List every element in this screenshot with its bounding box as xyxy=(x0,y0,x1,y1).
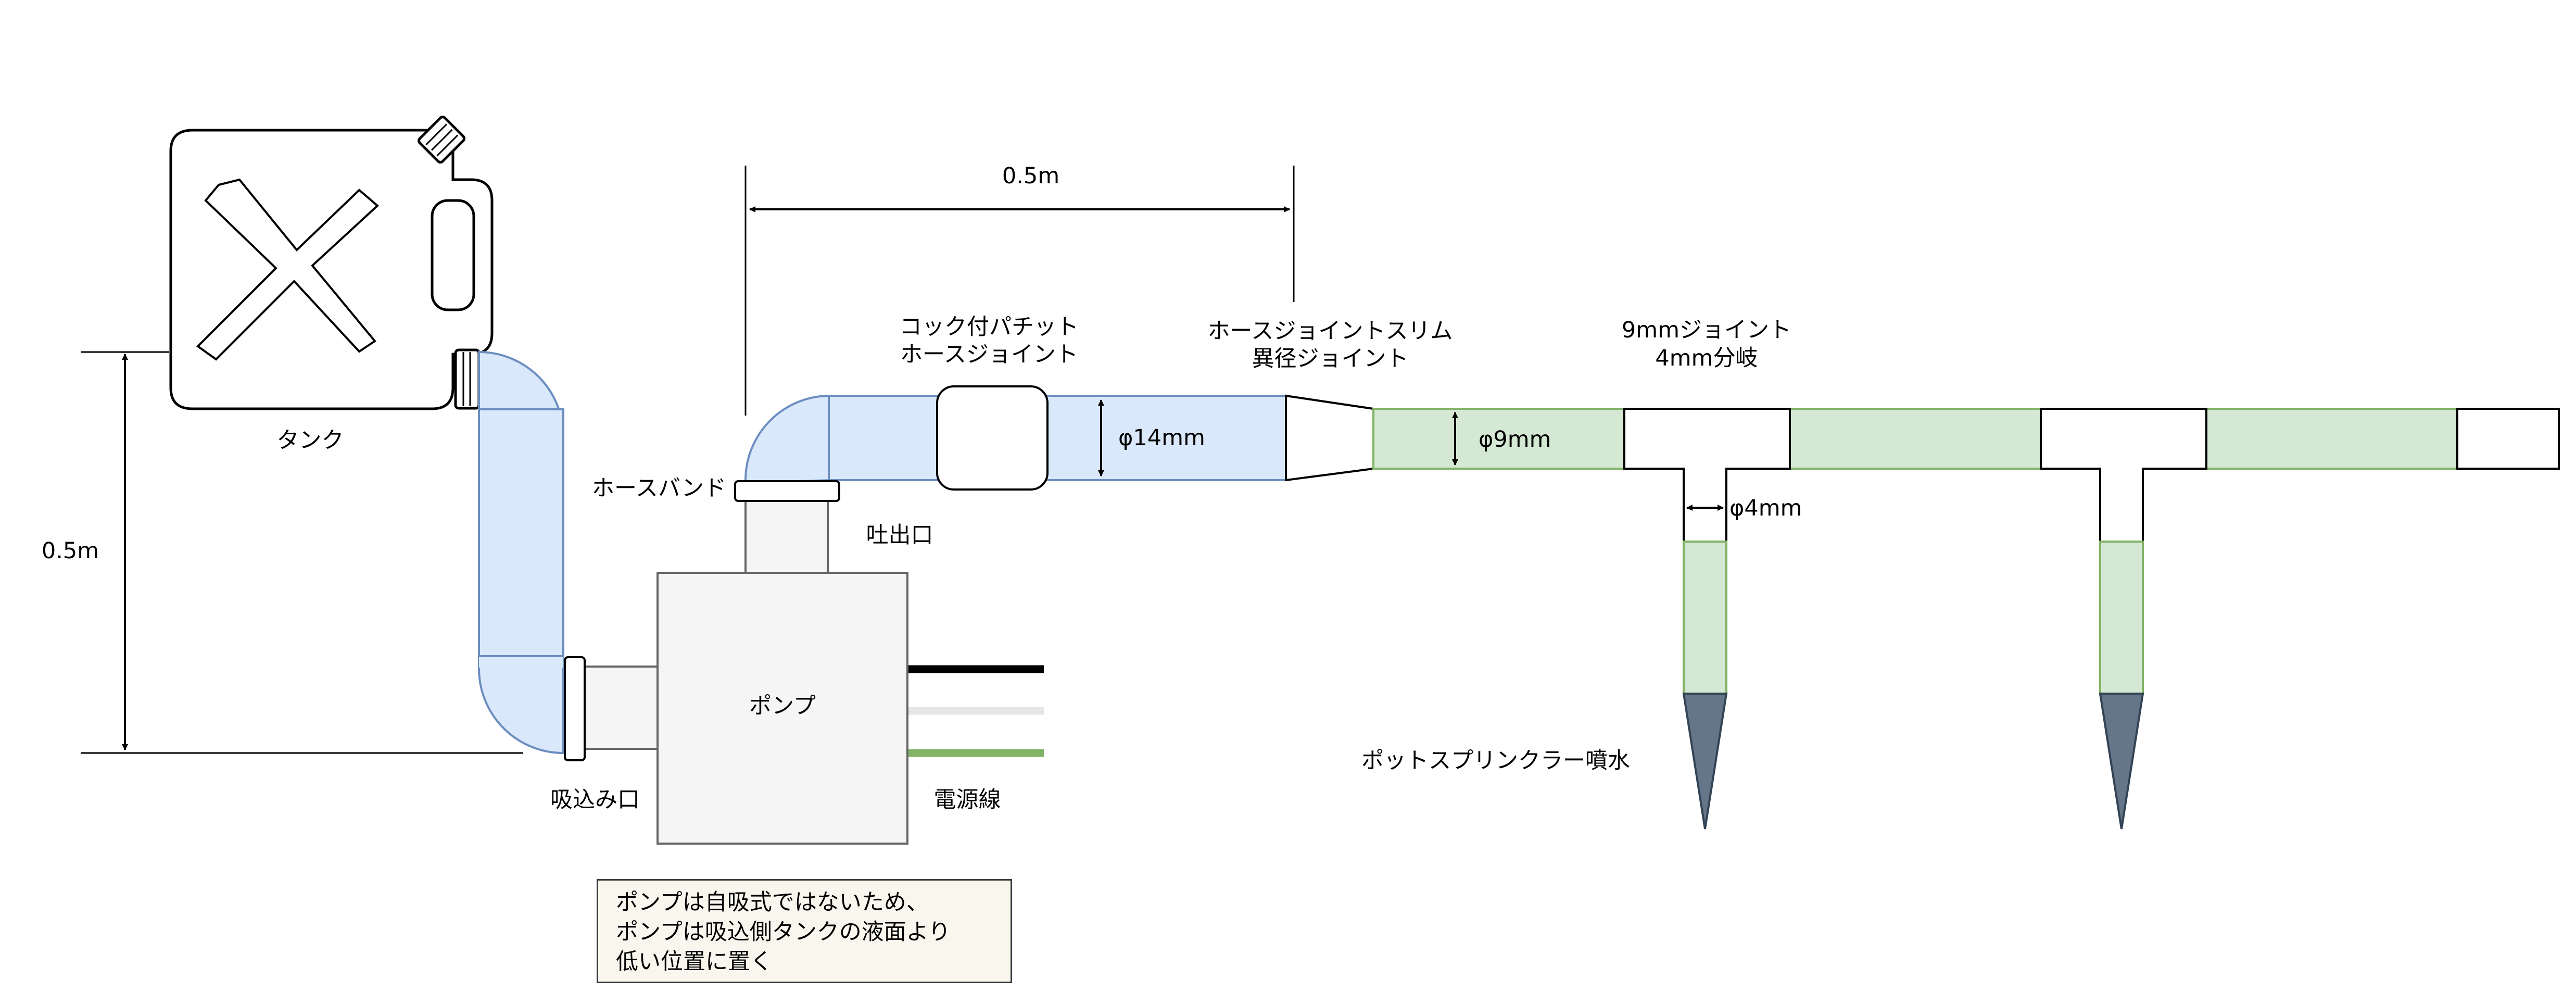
phi4-label: φ4mm xyxy=(1729,495,1802,521)
pump-body xyxy=(656,572,908,845)
tank xyxy=(169,116,494,410)
sprinkler-2 xyxy=(2099,693,2144,830)
phi9-label: φ9mm xyxy=(1479,426,1551,453)
power-cables xyxy=(908,665,1044,757)
outlet-label: 吐出口 xyxy=(866,522,933,548)
length-dimension xyxy=(744,166,1295,416)
pump xyxy=(564,500,908,845)
inlet-label: 吸込み口 xyxy=(550,787,640,813)
length-label: 0.5m xyxy=(1002,163,1059,189)
tee-joint-label-1: 9mmジョイント xyxy=(1622,317,1791,343)
tee-joint-1 xyxy=(1623,408,1791,543)
tank-spout xyxy=(454,348,481,410)
tank-label: タンク xyxy=(277,428,344,454)
height-dimension xyxy=(81,351,523,754)
end-joint xyxy=(2456,408,2560,470)
outlet-hose-band xyxy=(734,480,840,502)
tee-joint-label-2: 4mm分岐 xyxy=(1655,345,1758,371)
note-text: ポンプは自吸式ではないため、 ポンプは吸込側タンクの液面より 低い位置に置く xyxy=(616,888,951,977)
pump-outlet-pipe xyxy=(744,500,829,574)
slim-joint-label-2: 異径ジョイント xyxy=(1252,346,1409,372)
cock-joint-label-1: コック付パチット xyxy=(900,314,1079,340)
inlet-hose-band xyxy=(564,656,586,761)
phi14-label: φ14mm xyxy=(1118,425,1205,451)
pump-label: ポンプ xyxy=(749,693,816,719)
power-cable-label: 電源線 xyxy=(934,787,1001,813)
pump-inlet-pipe xyxy=(576,666,659,750)
note-line-3: 低い位置に置く xyxy=(616,949,773,975)
tank-x-emboss xyxy=(196,178,380,361)
sprinkler-label: ポットスプリンクラー噴水 xyxy=(1361,748,1630,774)
tank-cap xyxy=(418,116,466,164)
tee-joint-2 xyxy=(2040,408,2207,543)
tank-handle xyxy=(431,199,475,311)
branch-hose-1 xyxy=(1683,541,1727,695)
branch-hose-2 xyxy=(2099,541,2144,695)
suction-hose xyxy=(478,350,564,755)
reducer-joint xyxy=(1285,394,1374,482)
slim-joint-label-1: ホースジョイントスリム xyxy=(1208,318,1453,344)
note-box: ポンプは自吸式ではないため、 ポンプは吸込側タンクの液面より 低い位置に置く xyxy=(597,879,1012,983)
discharge-hose xyxy=(744,394,1287,485)
note-line-2: ポンプは吸込側タンクの液面より xyxy=(616,919,951,945)
cock-joint xyxy=(936,385,1049,491)
sprinkler-1 xyxy=(1682,693,1728,830)
cock-joint-label-2: ホースジョイント xyxy=(900,342,1078,368)
small-hose xyxy=(1372,408,2458,470)
note-line-1: ポンプは自吸式ではないため、 xyxy=(616,889,929,915)
hose-band-label: ホースバンド xyxy=(592,475,726,501)
height-label: 0.5m xyxy=(42,538,99,564)
